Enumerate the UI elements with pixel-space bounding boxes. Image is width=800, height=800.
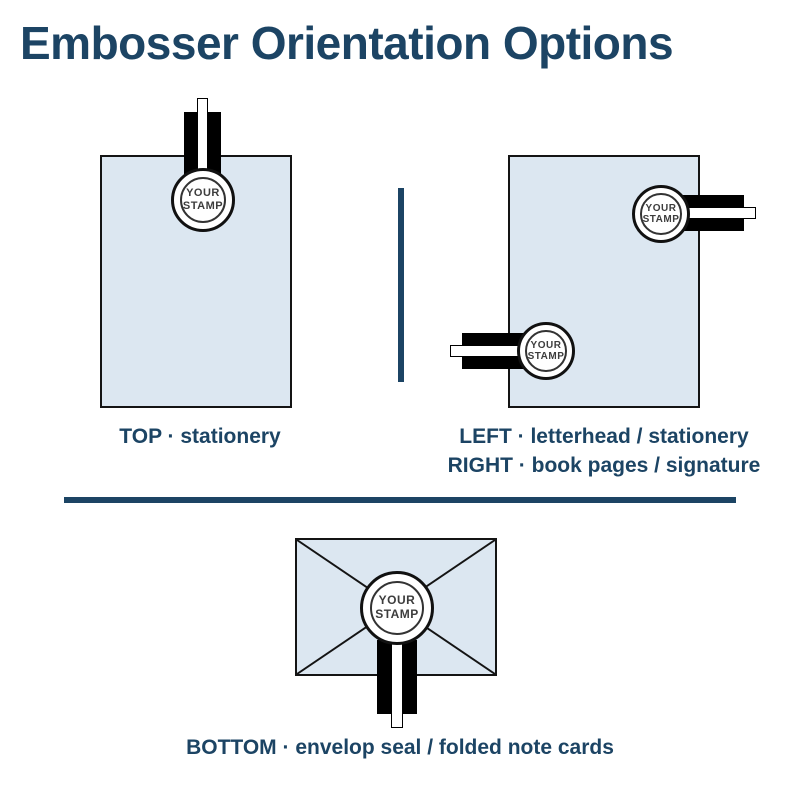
page-title: Embosser Orientation Options — [20, 17, 674, 69]
horizontal-divider — [64, 497, 736, 503]
handle-bar-black — [377, 640, 391, 714]
embosser-seal-bottom: YOUR STAMP — [360, 571, 434, 645]
embosser-seal-left: YOUR STAMP — [517, 322, 575, 380]
seal-inner-ring: YOUR STAMP — [640, 193, 682, 235]
handle-bar-white — [680, 207, 756, 219]
handle-bar-black — [208, 112, 221, 182]
embosser-seal-top: YOUR STAMP — [171, 168, 235, 232]
vertical-divider — [398, 188, 404, 382]
embosser-handle-top — [184, 98, 221, 182]
seal-text-line1: YOUR — [530, 339, 562, 351]
handle-bar-white — [450, 345, 526, 357]
seal-text-line2: STAMP — [642, 214, 680, 225]
seal-text-line1: YOUR — [186, 187, 220, 200]
embosser-seal-right: YOUR STAMP — [632, 185, 690, 243]
label-top-orientation: TOP · stationery — [119, 425, 281, 448]
handle-bar-black — [184, 112, 197, 182]
label-bottom-orientation: BOTTOM · envelop seal / folded note card… — [186, 736, 614, 759]
embosser-handle-left — [450, 333, 526, 369]
seal-inner-ring: YOUR STAMP — [179, 176, 227, 224]
seal-text-line2: STAMP — [527, 351, 565, 362]
label-left-right-orientation: LEFT · letterhead / stationery RIGHT · b… — [415, 422, 793, 480]
seal-text-line1: YOUR — [645, 202, 677, 214]
handle-bar-black — [680, 219, 744, 231]
handle-bar-white — [391, 640, 403, 728]
seal-text-line1: YOUR — [378, 593, 416, 608]
seal-inner-ring: YOUR STAMP — [369, 580, 425, 636]
handle-bar-black — [403, 640, 417, 714]
seal-inner-ring: YOUR STAMP — [525, 330, 567, 372]
handle-bar-black — [462, 333, 526, 345]
handle-bar-black — [462, 357, 526, 369]
seal-text-line2: STAMP — [182, 199, 224, 212]
seal-text-line2: STAMP — [375, 606, 419, 621]
label-right-line: RIGHT · book pages / signature — [447, 454, 761, 477]
embosser-handle-right — [680, 195, 756, 231]
handle-bar-black — [680, 195, 744, 207]
embosser-handle-bottom — [377, 640, 417, 728]
label-left-line: LEFT · letterhead / stationery — [459, 425, 749, 448]
